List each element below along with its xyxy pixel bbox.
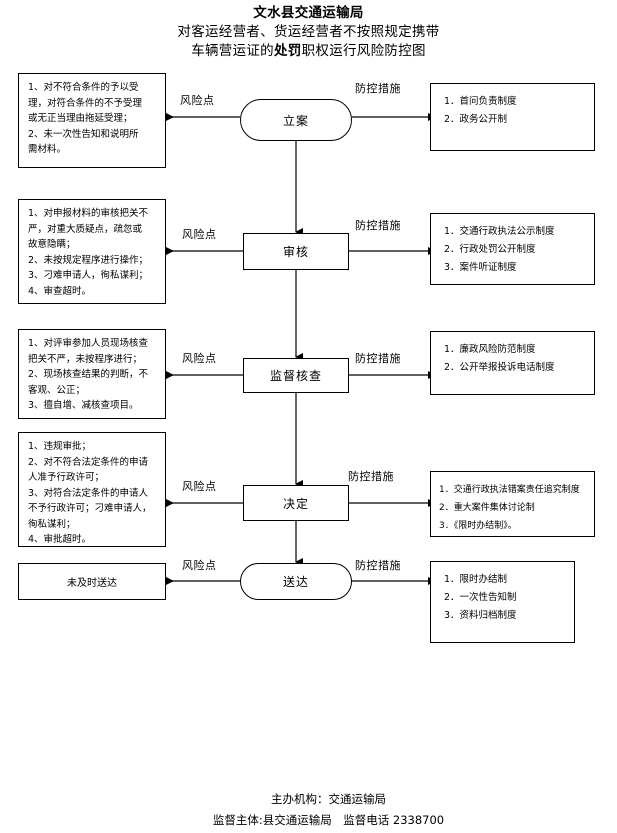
edge-label-risk-jueding: 风险点 bbox=[182, 480, 217, 493]
node-liaan[interactable]: 立案 bbox=[240, 99, 352, 141]
risk-line: 2、未按规定程序进行操作； bbox=[28, 254, 149, 266]
measure-box-liaan: 1．首问负责制度 2．政务公开制 bbox=[430, 83, 595, 151]
measure-line: 1．交通行政执法错案责任追究制度 bbox=[439, 485, 580, 495]
risk-line: 3、对符合法定条件的申请人 bbox=[28, 487, 149, 499]
edge-label-risk-shenhe: 风险点 bbox=[182, 228, 217, 241]
risk-line: 需材料。 bbox=[28, 144, 67, 155]
header-subject: 对客运经营者、货运经营者不按照规定携带 bbox=[177, 24, 440, 40]
risk-box-shenhe: 1、对申报材料的审核把关不 严，对重大质疑点，疏忽或 故意隐瞒； 2、未按规定程… bbox=[18, 199, 166, 304]
risk-box-jiandu-hecha: 1、对评审参加人员现场核查 把关不严，未按程序进行； 2、现场核查结果的判断，不… bbox=[18, 329, 166, 419]
measure-line: 2．公开举报投诉电话制度 bbox=[444, 362, 555, 373]
risk-line: 未及时送达 bbox=[67, 578, 117, 589]
risk-line: 或无正当理由拖延受理； bbox=[28, 113, 133, 124]
risk-line: 人准予行政许可； bbox=[28, 472, 105, 483]
risk-line: 2、未一次性告知和说明所 bbox=[28, 128, 139, 140]
measure-line: 3．资料归档制度 bbox=[444, 610, 517, 621]
risk-line: 2、对不符合法定条件的申请 bbox=[28, 456, 149, 468]
risk-line: 4、审批超时。 bbox=[28, 534, 92, 545]
measure-line: 1．廉政风险防范制度 bbox=[444, 344, 536, 355]
measure-line: 1．限时办结制 bbox=[444, 574, 508, 585]
measure-line: 2．政务公开制 bbox=[444, 114, 508, 125]
node-jiandu-hecha[interactable]: 监督核查 bbox=[243, 358, 349, 393]
risk-line: 1、对不符合条件的予以受 bbox=[28, 82, 139, 93]
measure-line: 2．行政处罚公开制度 bbox=[444, 244, 536, 255]
risk-line: 4、审查超时。 bbox=[28, 285, 92, 297]
risk-line: 1、违规审批； bbox=[28, 441, 92, 452]
edge-label-measure-jueding: 防控措施 bbox=[348, 470, 394, 483]
node-jueding-label: 决定 bbox=[282, 496, 309, 511]
risk-line: 不予行政许可；刁难申请人， bbox=[28, 503, 152, 514]
node-shenhe[interactable]: 审核 bbox=[243, 233, 349, 270]
edge-label-risk-songda: 风险点 bbox=[182, 559, 217, 572]
measure-line: 2．一次性告知制 bbox=[444, 592, 517, 603]
measure-line: 1．交通行政执法公示制度 bbox=[444, 226, 555, 237]
page-footer: 主办机构：交通运输局 监督主体:县交通运输局 监督电话 2338700 bbox=[0, 789, 617, 831]
measure-box-shenhe: 1．交通行政执法公示制度 2．行政处罚公开制度 3．案件听证制度 bbox=[430, 213, 595, 285]
risk-line: 3、刁难申请人，徇私谋利； bbox=[28, 270, 149, 281]
node-songda[interactable]: 送达 bbox=[240, 563, 352, 600]
header-title-emphasis: 处罚 bbox=[274, 43, 302, 59]
page-header: 文水县交通运输局 对客运经营者、货运经营者不按照规定携带 车辆营运证的处罚职权运… bbox=[0, 4, 617, 61]
footer-organizer: 主办机构：交通运输局 bbox=[271, 792, 386, 806]
edge-label-risk-jiandu: 风险点 bbox=[182, 352, 217, 365]
risk-line: 把关不严，未按程序进行； bbox=[28, 353, 143, 365]
risk-line: 1、对申报材料的审核把关不 bbox=[28, 208, 149, 219]
footer-supervisor: 监督主体:县交通运输局 监督电话 2338700 bbox=[212, 813, 445, 827]
node-shenhe-label: 审核 bbox=[282, 245, 309, 259]
measure-box-jueding: 1．交通行政执法错案责任追究制度 2．重大案件集体讨论制 3．《限时办结制》。 bbox=[430, 471, 595, 537]
measure-line: 3．《限时办结制》。 bbox=[439, 521, 517, 531]
measure-line: 1．首问负责制度 bbox=[444, 96, 517, 107]
risk-line: 徇私谋利； bbox=[28, 518, 76, 530]
risk-line: 故意隐瞒； bbox=[28, 239, 76, 250]
header-title-post: 职权运行风险防控图 bbox=[301, 43, 426, 59]
edge-label-measure-liaan: 防控措施 bbox=[355, 82, 401, 95]
risk-box-liaan: 1、对不符合条件的予以受 理，对符合条件的不予受理 或无正当理由拖延受理； 2、… bbox=[18, 73, 166, 168]
edge-label-measure-jiandu: 防控措施 bbox=[355, 352, 401, 365]
risk-line: 理，对符合条件的不予受理 bbox=[28, 97, 143, 109]
node-jiandu-hecha-label: 监督核查 bbox=[269, 369, 322, 383]
node-liaan-label: 立案 bbox=[282, 113, 309, 128]
risk-line: 客观、公正； bbox=[28, 384, 86, 396]
risk-box-jueding: 1、违规审批； 2、对不符合法定条件的申请 人准予行政许可； 3、对符合法定条件… bbox=[18, 432, 166, 547]
edge-label-measure-songda: 防控措施 bbox=[355, 559, 401, 572]
measure-box-songda: 1．限时办结制 2．一次性告知制 3．资料归档制度 bbox=[430, 561, 575, 643]
measure-line: 2．重大案件集体讨论制 bbox=[439, 503, 535, 513]
risk-line: 严，对重大质疑点，疏忽或 bbox=[28, 223, 143, 235]
header-title-pre: 车辆营运证的 bbox=[191, 43, 274, 59]
edge-label-risk-liaan: 风险点 bbox=[180, 94, 215, 107]
node-songda-label: 送达 bbox=[282, 575, 309, 589]
header-title: 车辆营运证的处罚职权运行风险防控图 bbox=[0, 42, 617, 61]
edge-label-measure-shenhe: 防控措施 bbox=[355, 219, 401, 232]
risk-line: 2、现场核查结果的判断，不 bbox=[28, 369, 149, 380]
header-org: 文水县交通运输局 bbox=[253, 5, 364, 21]
node-jueding[interactable]: 决定 bbox=[243, 485, 349, 521]
measure-line: 3．案件听证制度 bbox=[444, 262, 517, 273]
risk-line: 3、擅自增、减核查项目。 bbox=[28, 400, 139, 411]
risk-line: 1、对评审参加人员现场核查 bbox=[28, 338, 149, 349]
measure-box-jiandu-hecha: 1．廉政风险防范制度 2．公开举报投诉电话制度 bbox=[430, 331, 595, 395]
risk-box-songda: 未及时送达 bbox=[18, 563, 166, 600]
